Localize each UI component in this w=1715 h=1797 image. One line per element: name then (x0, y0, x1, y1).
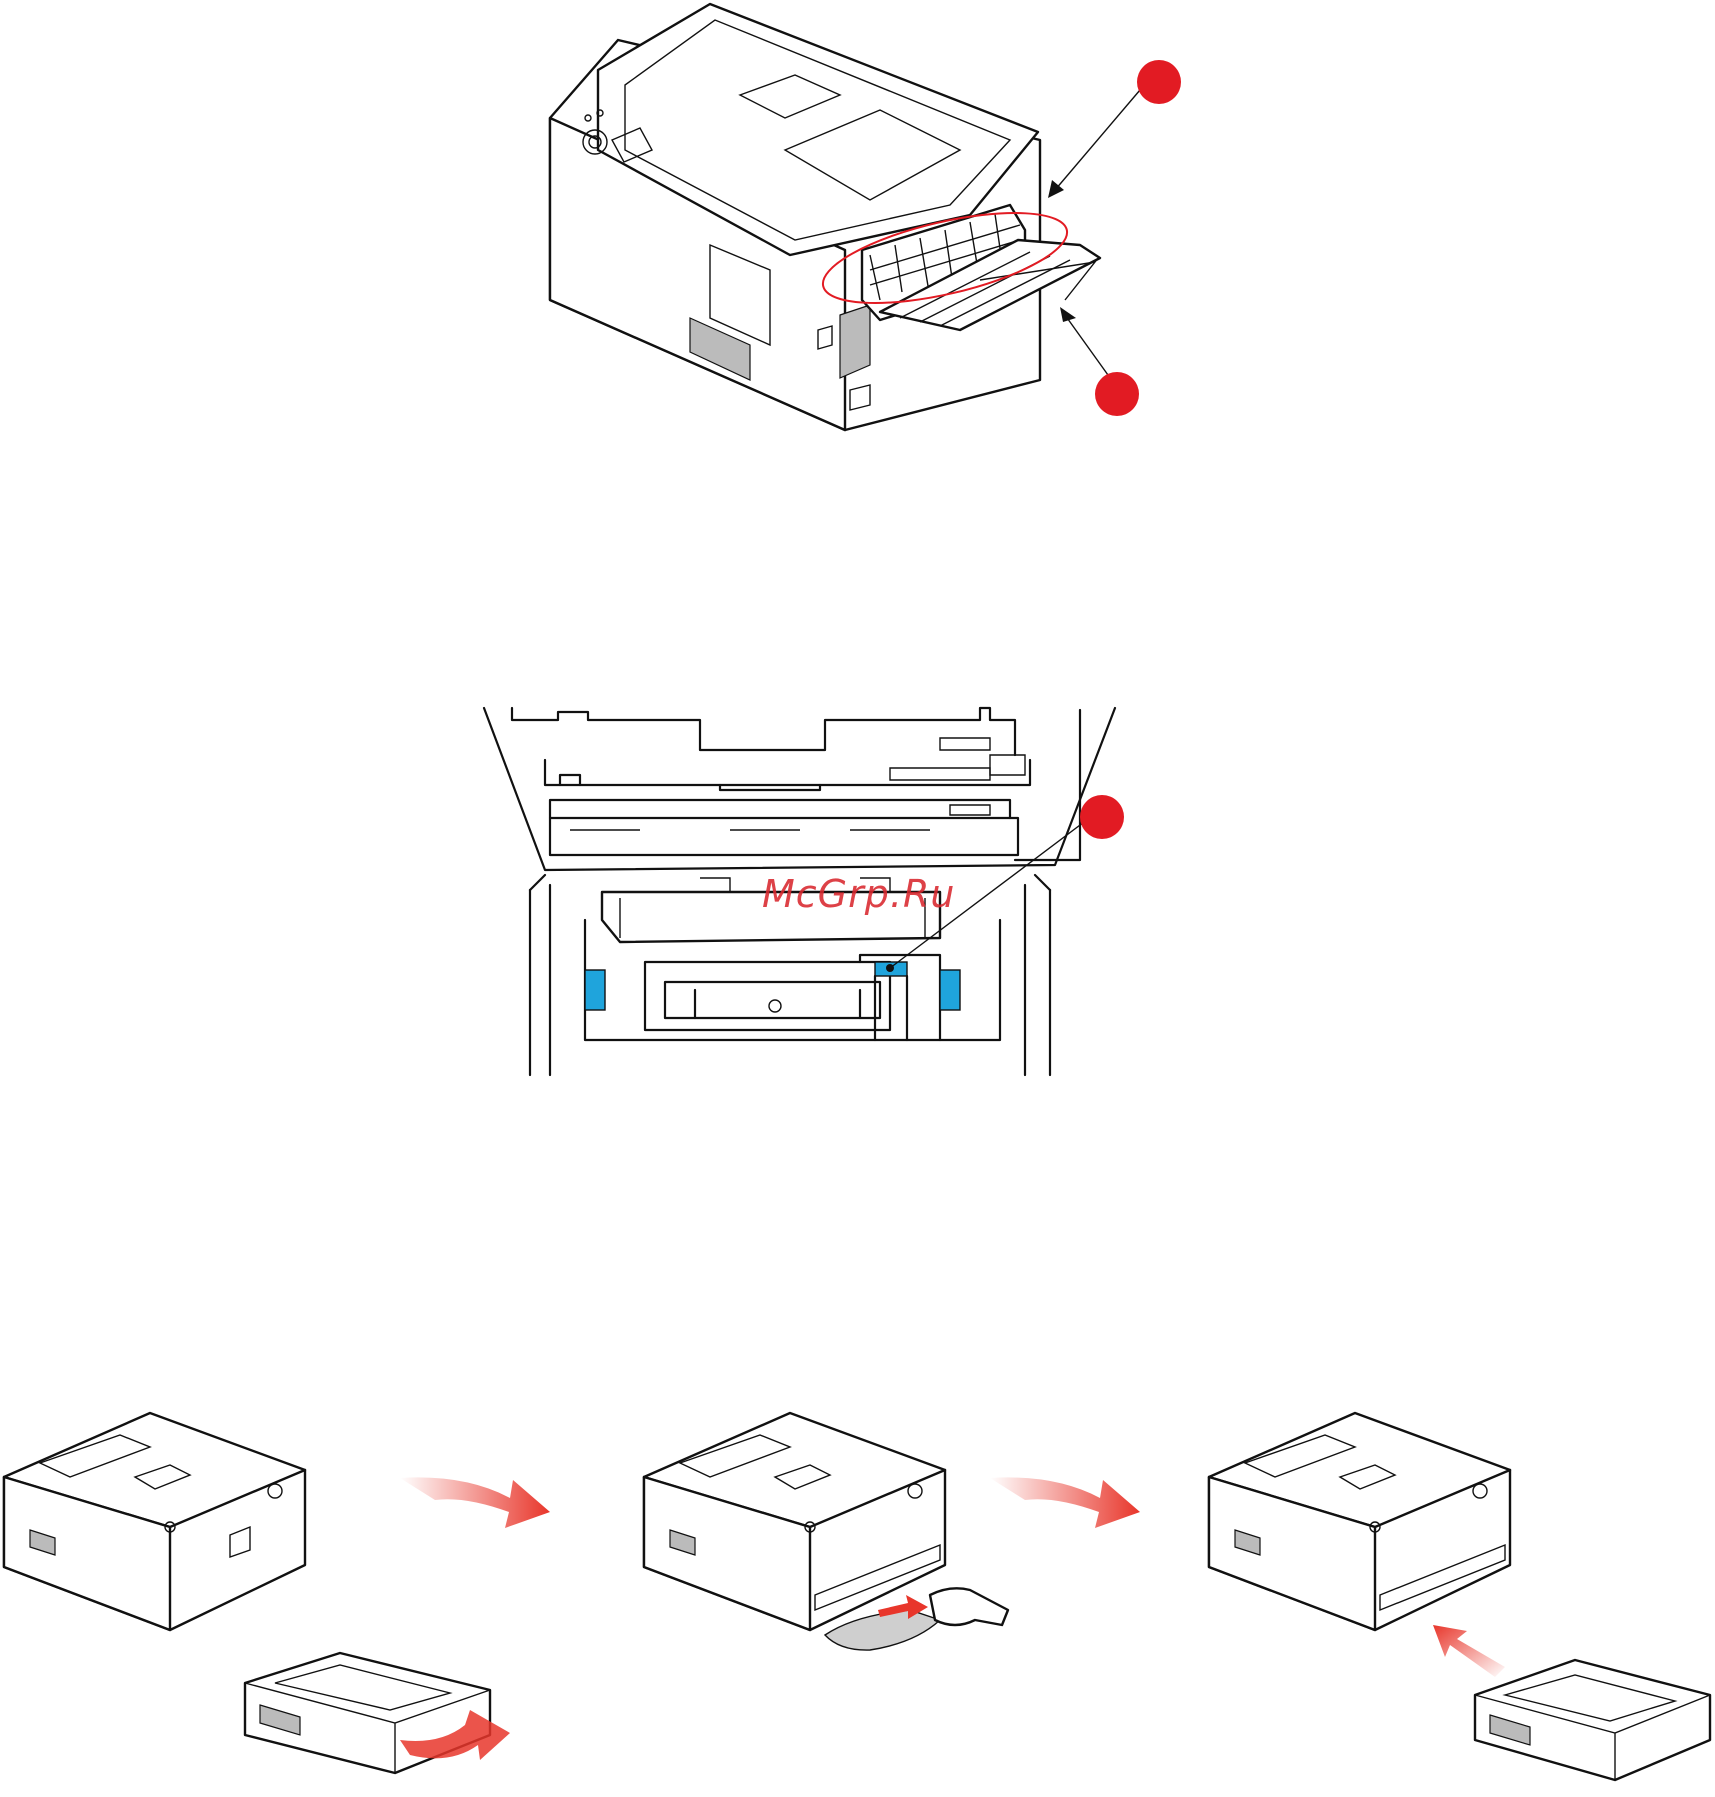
left-fuser-lever (585, 970, 605, 1010)
tray-reinsert-illustration (1205, 1405, 1715, 1795)
arrow-push-in (1433, 1625, 1505, 1677)
callout-marker-1 (1137, 60, 1181, 104)
watermark-text: McGrp.Ru (762, 872, 955, 916)
jam-removal-illustration (640, 1405, 1020, 1705)
arrow-step-2-to-3 (985, 1460, 1145, 1540)
figure-jam-removal-step-2 (640, 1405, 1020, 1705)
callout-marker-2 (1095, 372, 1139, 416)
right-fuser-lever (940, 970, 960, 1010)
figure-tray-reinsert-step-3 (1205, 1405, 1715, 1795)
printer-rear-illustration (540, 0, 1240, 440)
arrow-step-1-to-2 (395, 1460, 555, 1540)
callout-marker-3 (1080, 795, 1124, 839)
figure-printer-rear-view (540, 0, 1240, 440)
